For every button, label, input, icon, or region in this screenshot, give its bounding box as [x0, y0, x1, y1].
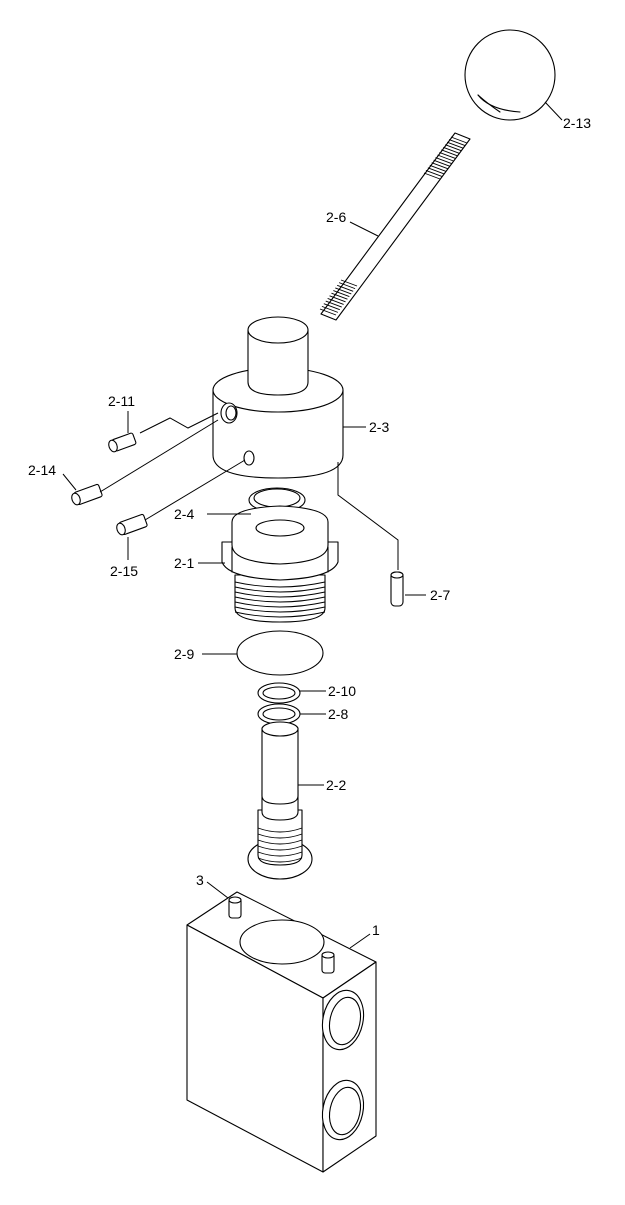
callout-2-1: 2-1 — [174, 555, 194, 571]
callout-3: 3 — [196, 872, 204, 888]
callout-2-11: 2-11 — [108, 393, 135, 409]
callout-2-2: 2-2 — [326, 777, 346, 793]
part-set-screw-2-15 — [116, 513, 148, 536]
part-pin-2-7 — [390, 571, 404, 607]
part-set-screw-2-14 — [71, 483, 103, 506]
callout-2-8: 2-8 — [328, 706, 348, 722]
callout-2-7: 2-7 — [430, 587, 450, 603]
callout-2-4: 2-4 — [174, 506, 194, 522]
part-set-screw-2-11 — [108, 432, 137, 453]
part-o-ring-2-8 — [257, 703, 301, 725]
callout-1: 1 — [372, 922, 380, 938]
part-gasket-2-9 — [236, 630, 324, 676]
part-o-ring-2-10 — [257, 682, 301, 704]
callout-2-10: 2-10 — [328, 683, 356, 699]
part-valve-block — [186, 891, 377, 1173]
callout-2-6: 2-6 — [326, 209, 346, 225]
part-knob-ball — [464, 29, 556, 121]
callout-2-13: 2-13 — [563, 115, 591, 131]
part-lever-rod — [319, 132, 471, 321]
part-handle-body — [212, 316, 344, 479]
callout-2-15: 2-15 — [110, 563, 138, 579]
callout-2-9: 2-9 — [174, 646, 194, 662]
part-valve-stem — [247, 721, 313, 880]
part-bonnet-nut — [221, 505, 339, 623]
callout-2-14: 2-14 — [28, 462, 56, 478]
callout-2-3: 2-3 — [369, 419, 389, 435]
